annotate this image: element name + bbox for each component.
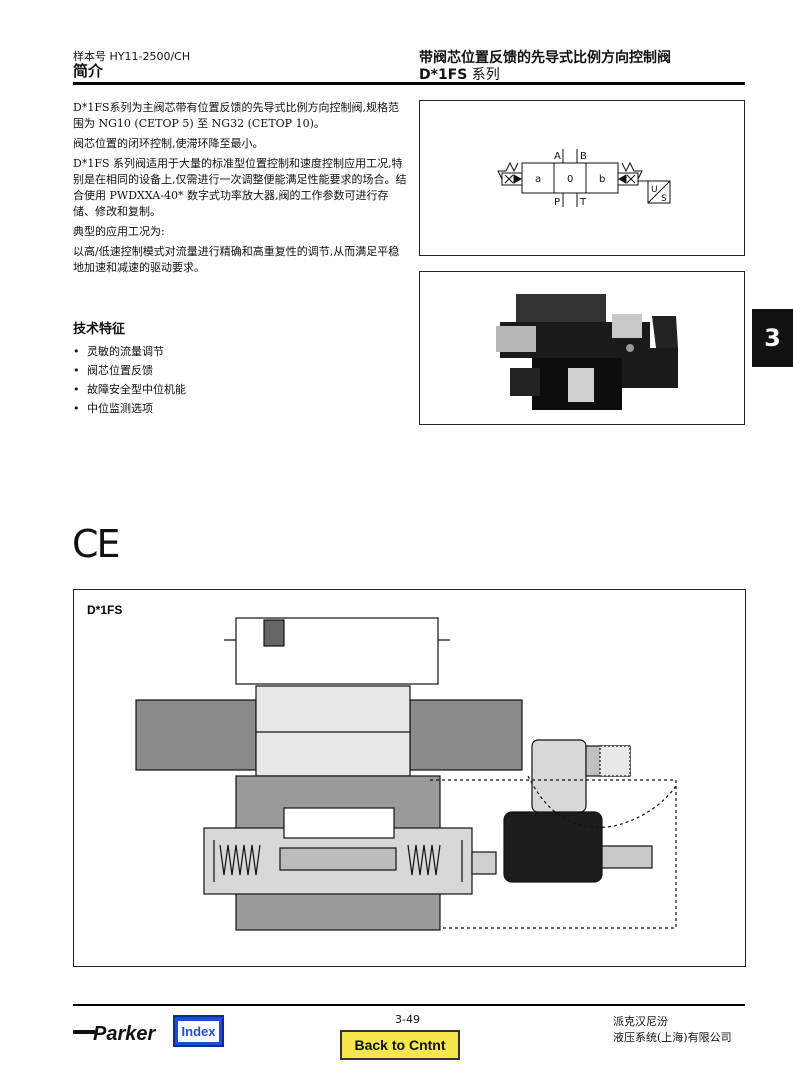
port-t-label: T — [579, 197, 587, 208]
series-code: D*1FS — [419, 67, 468, 83]
valve-cross-section: D*1FS — [87, 603, 677, 931]
catalog-number: 样本号 HY11-2500/CH — [73, 50, 191, 63]
company-name: 派克汉尼汾 — [613, 1015, 668, 1028]
intro-paragraph: 阀芯位置的闭环控制,使滞环降至最小。 — [73, 137, 264, 150]
hydraulic-symbol: A B P T a 0 b U S — [497, 149, 671, 208]
position-0-label: 0 — [567, 174, 573, 185]
parker-logo: Parker — [73, 1014, 167, 1048]
page-number: 3-49 — [395, 1013, 420, 1026]
index-button-label: Index — [176, 1019, 221, 1043]
intro-text: D*1FS系列为主阀芯带有位置反馈的先导式比例方向控制阀,规格范围为 NG10 … — [73, 100, 409, 280]
product-photo-panel — [419, 271, 745, 425]
chapter-tab: 3 — [752, 309, 793, 367]
hydraulic-symbol-panel: A B P T a 0 b U S — [419, 100, 745, 256]
page-title: 带阀芯位置反馈的先导式比例方向控制阀 — [419, 50, 671, 66]
port-a-label: A — [554, 151, 561, 162]
section-drawing-panel: D*1FS — [73, 589, 746, 967]
parker-logo-graphic: Parker — [73, 1023, 156, 1045]
header-rule — [73, 82, 745, 85]
intro-paragraph: 典型的应用工况为: — [73, 225, 165, 238]
valve-photo — [496, 294, 678, 410]
sensor-s-label: S — [661, 194, 667, 204]
series-subtitle: D*1FS 系列 — [419, 64, 500, 84]
features-heading: 技术特征 — [73, 322, 126, 337]
list-item: 中位监测选项 — [73, 399, 186, 418]
section-title: 简介 — [73, 62, 104, 80]
list-item: 灵敏的流量调节 — [73, 342, 186, 361]
index-button[interactable]: Index — [173, 1015, 224, 1047]
position-b-label: b — [599, 174, 605, 185]
port-p-label: P — [554, 197, 560, 208]
features-list: 灵敏的流量调节 阀芯位置反馈 故障安全型中位机能 中位监测选项 — [73, 342, 186, 418]
logo-text: Parker — [93, 1023, 156, 1045]
company-subname: 液压系统(上海)有限公司 — [613, 1031, 732, 1044]
back-to-contents-button[interactable]: Back to Cntnt — [340, 1030, 460, 1060]
section-drawing-label: D*1FS — [87, 603, 122, 617]
intro-paragraph: D*1FS 系列阀适用于大量的标准型位置控制和速度控制应用工况,特别是在相同的设… — [73, 157, 407, 218]
ce-mark: CE — [72, 522, 121, 566]
series-word: 系列 — [471, 67, 500, 83]
list-item: 故障安全型中位机能 — [73, 380, 186, 399]
intro-paragraph: D*1FS系列为主阀芯带有位置反馈的先导式比例方向控制阀,规格范围为 NG10 … — [73, 101, 399, 130]
list-item: 阀芯位置反馈 — [73, 361, 186, 380]
position-a-label: a — [535, 174, 541, 185]
sensor-u-label: U — [651, 185, 658, 195]
footer-rule — [73, 1004, 745, 1006]
port-b-label: B — [580, 151, 587, 162]
intro-paragraph: 以高/低速控制模式对流量进行精确和高重复性的调节,从而满足平稳地加速和减速的驱动… — [73, 245, 400, 274]
